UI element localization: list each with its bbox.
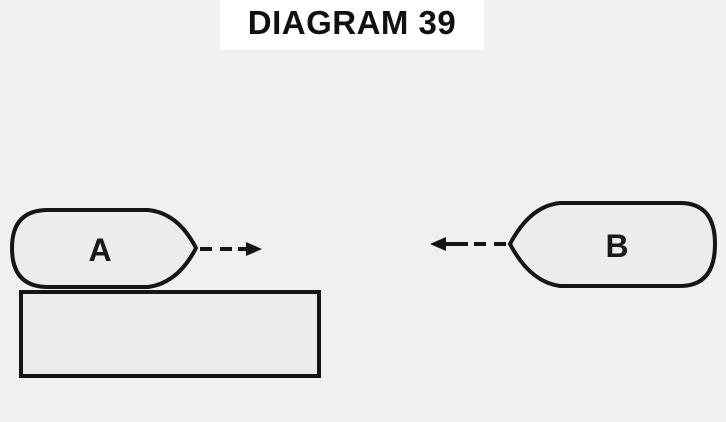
pier — [19, 290, 321, 378]
vessel-a-label: A — [88, 232, 111, 268]
vessel-b-hull — [507, 201, 718, 288]
vessel-b-heading-arrow — [430, 237, 506, 251]
vessel-a-hull — [9, 208, 199, 289]
page-title: DIAGRAM 39 — [247, 4, 457, 41]
vessel-a-heading-arrow — [200, 242, 262, 256]
vessel-b-label: B — [605, 228, 628, 264]
title-background — [220, 0, 484, 50]
